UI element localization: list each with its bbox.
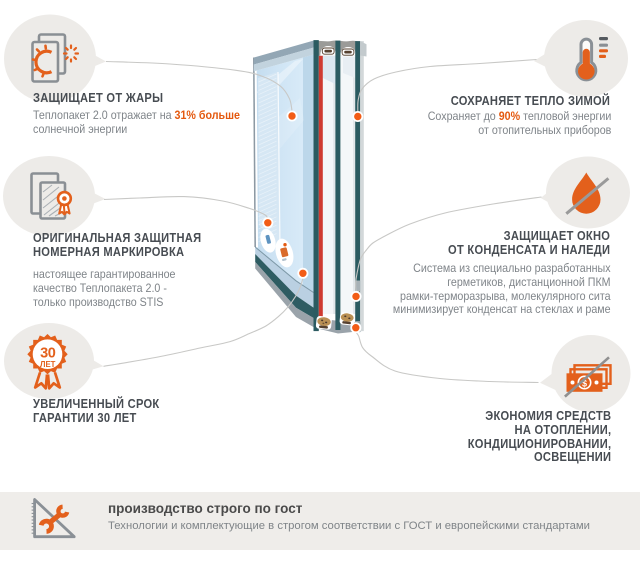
svg-text:$: $: [582, 379, 587, 389]
svg-text:ЛЕТ: ЛЕТ: [40, 360, 56, 369]
svg-text:30: 30: [40, 346, 56, 362]
